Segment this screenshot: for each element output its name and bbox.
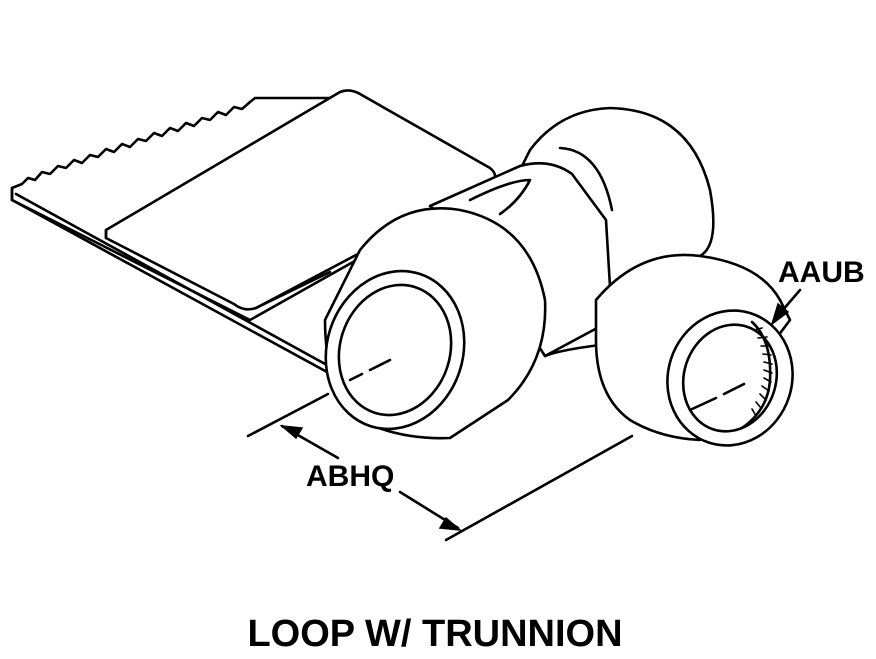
figure-title: LOOP W/ TRUNNION [247, 613, 622, 655]
right-trunnion [594, 253, 794, 447]
front-loop-cylinder [323, 207, 547, 440]
dimension-aaub: AAUB [770, 256, 865, 326]
dimension-label-abhq: ABHQ [306, 460, 394, 493]
arrowhead-icon [279, 425, 304, 440]
dimension-label-aaub: AAUB [778, 256, 865, 289]
arrowhead-icon [770, 302, 790, 326]
knurled-bore [751, 327, 773, 417]
dimension-abhq: ABHQ [246, 392, 634, 542]
arrowhead-icon [438, 516, 463, 531]
rear-trunnion [518, 106, 715, 302]
